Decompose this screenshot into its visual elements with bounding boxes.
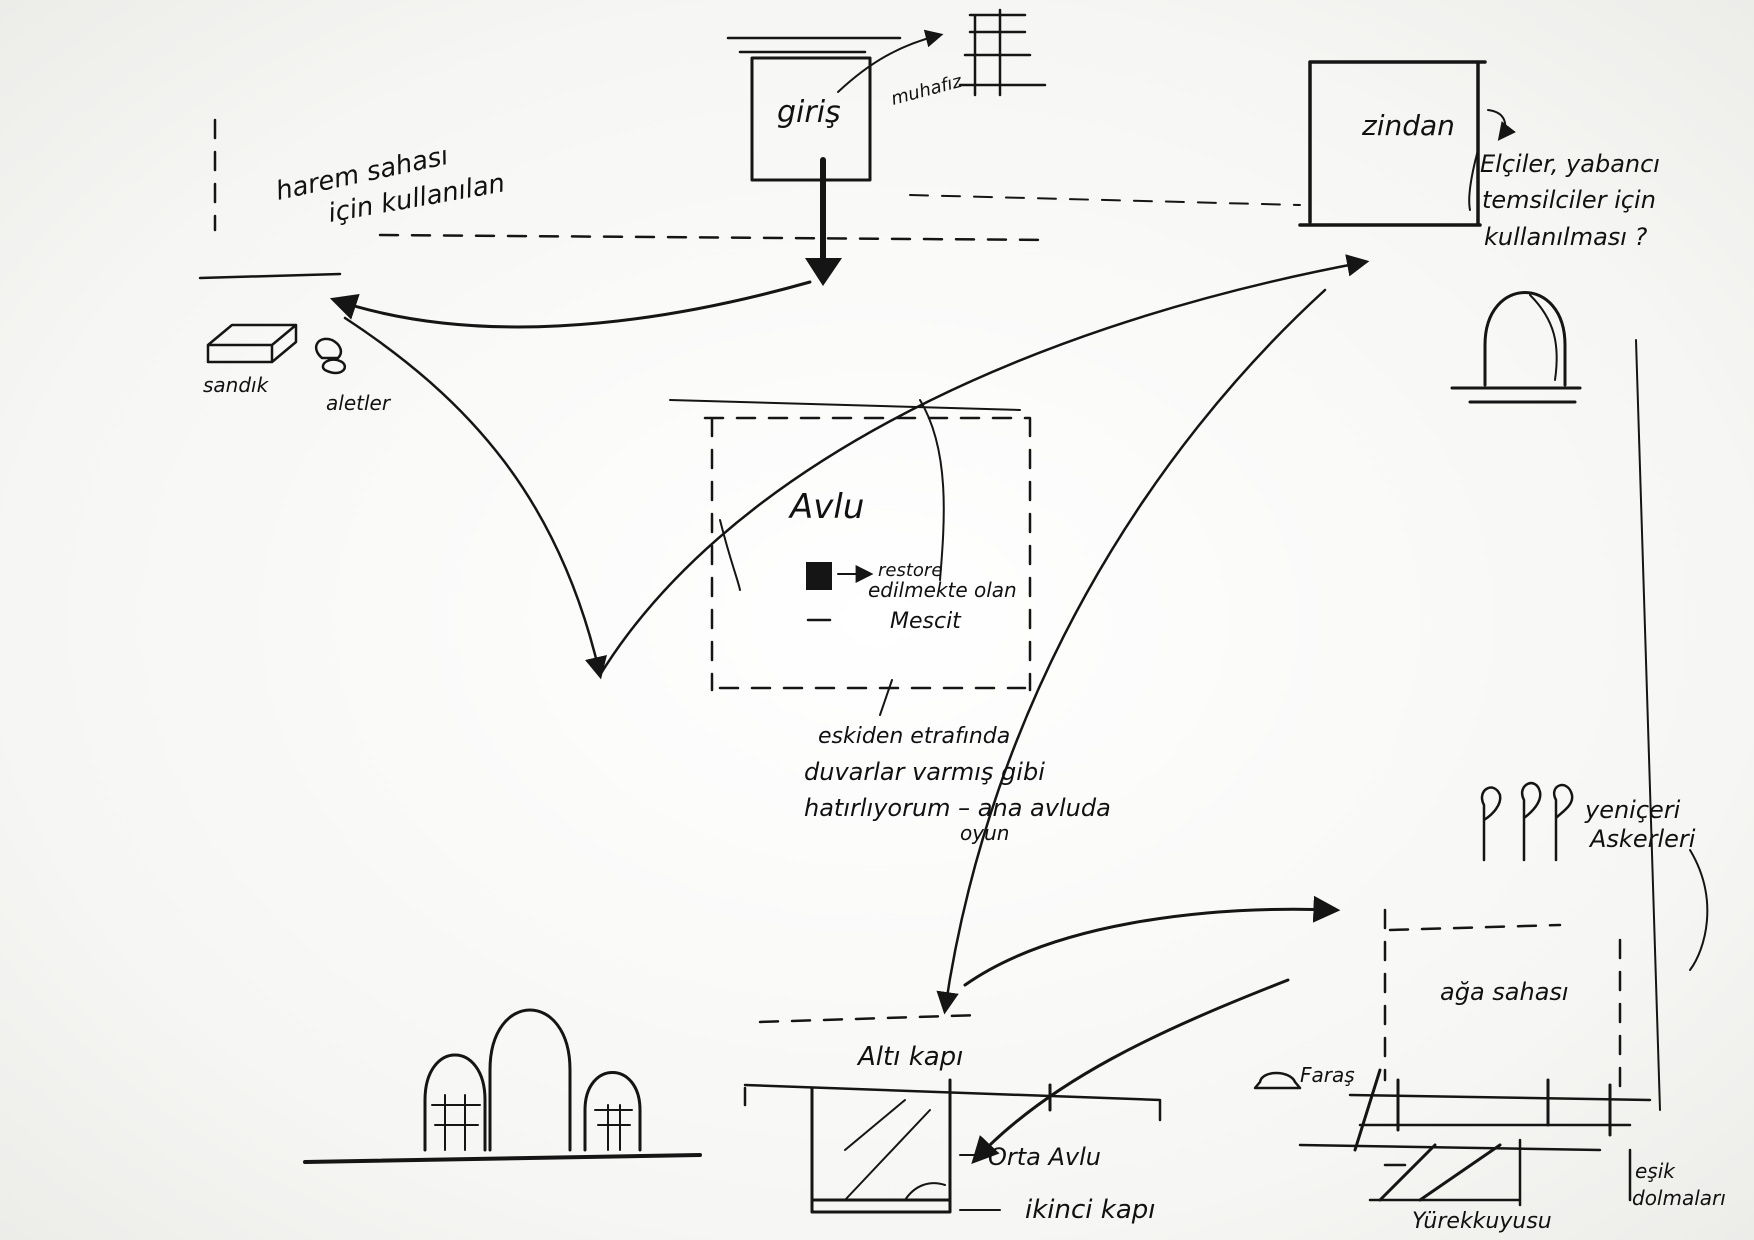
dungeon-label: zindan — [1361, 109, 1455, 142]
guard-label: muhafız — [889, 71, 965, 110]
chest-label: sandık — [203, 373, 270, 397]
arch-icon — [1450, 291, 1582, 404]
threshold-label-line-1: eşik — [1635, 1159, 1676, 1183]
area-label: ağa sahası — [1440, 978, 1569, 1006]
horse-label: Faraş — [1300, 1063, 1355, 1087]
stairs-label: Yürekkuyusu — [1412, 1209, 1552, 1234]
foot-gate-label: Altı kapı — [856, 1042, 963, 1072]
memory-note-line-1: eskiden etrafında — [818, 724, 1010, 749]
dungeon-box — [909, 60, 1516, 227]
tools-label: aletler — [326, 391, 392, 415]
second-gate-label: ikinci kapı — [1025, 1195, 1155, 1225]
memory-note-line-4: oyun — [960, 821, 1009, 845]
janissary-label-line-1: yeniçeri — [1584, 796, 1681, 824]
dungeon-note-line-2: temsilciler için — [1482, 186, 1656, 214]
down-arrow-icon — [805, 258, 842, 286]
janissary-label-line-2: Askerleri — [1588, 825, 1696, 853]
connection-arrows — [329, 254, 1370, 1164]
memory-note-line-2: duvarlar varmış gibi — [804, 758, 1045, 786]
gate-label: giriş — [777, 95, 841, 130]
triple-arch-icon — [303, 1008, 702, 1164]
dungeon-note-line-1: Elçiler, yabancı — [1480, 150, 1660, 178]
horse-icon — [1253, 1071, 1302, 1090]
soldier-figures-icon — [1480, 339, 1709, 1111]
courtyard-box — [669, 399, 1032, 716]
outer-gate-plan — [743, 1013, 1162, 1214]
mosque-note-line-1: restore — [878, 560, 942, 581]
harem-zone — [198, 118, 1052, 280]
mosque-note-line-2: edilmekte olan — [868, 578, 1017, 602]
inner-gate-plan — [1253, 1068, 1652, 1207]
chest-icon — [206, 323, 298, 364]
tools-icon — [314, 337, 347, 375]
mosque-note-line-3: Mescit — [890, 609, 962, 634]
area-box — [1383, 908, 1622, 1102]
middle-court-label: Orta Avlu — [988, 1143, 1101, 1171]
memory-note-line-3: hatırlıyorum – ana avluda — [804, 794, 1111, 822]
courtyard-label: Avlu — [788, 487, 864, 527]
dungeon-note-line-3: kullanılması ? — [1484, 223, 1648, 251]
entrance-gate — [726, 8, 1047, 286]
mosque-marker — [806, 562, 832, 590]
threshold-label-line-2: dolmaları — [1632, 1186, 1726, 1210]
